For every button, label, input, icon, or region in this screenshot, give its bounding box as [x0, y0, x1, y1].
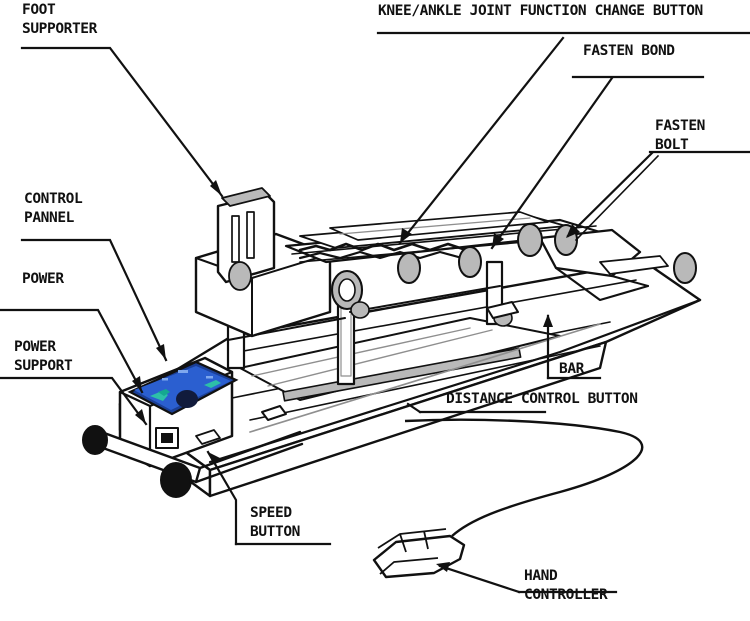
leader-control-pannel [20, 238, 168, 362]
leader-foot-supporter [20, 46, 224, 198]
control-panel-blue[interactable] [127, 360, 239, 416]
leader-fasten-bolt [566, 150, 750, 242]
leader-fasten-bond [490, 75, 705, 250]
hand-controller-cable [404, 418, 644, 537]
panel-markings [150, 370, 221, 401]
leader-power [0, 308, 144, 394]
label-bar: BAR [559, 361, 584, 377]
label-hand-controller-line2: CONTROLLER [524, 587, 608, 603]
label-power: POWER [22, 271, 64, 287]
machine-assembly [82, 187, 702, 498]
front-base-bar [82, 425, 304, 498]
label-speed-button-line2: BUTTON [250, 524, 300, 540]
label-fasten-bolt-line2: BOLT [655, 137, 689, 153]
right-carriage [538, 228, 669, 302]
floor-rail [208, 298, 702, 464]
leader-power-support [0, 376, 148, 426]
label-power-support-line2: SUPPORT [14, 358, 73, 374]
label-knee-ankle-button: KNEE/ANKLE JOINT FUNCTION CHANGE BUTTON [378, 3, 703, 19]
leader-speed-button [206, 450, 332, 546]
leader-knee-ankle [376, 31, 750, 245]
leader-hand-controller [436, 562, 618, 594]
leader-bar [543, 314, 602, 380]
label-distance-control-button: DISTANCE CONTROL BUTTON [446, 391, 638, 407]
label-power-support-line1: POWER [14, 339, 56, 355]
label-hand-controller-line1: HAND [524, 568, 558, 584]
label-foot-supporter-line1: FOOT [22, 2, 56, 18]
label-control-pannel-line1: CONTROL [24, 191, 83, 207]
label-speed-button-line1: SPEED [250, 505, 292, 521]
label-fasten-bolt-line1: FASTEN [655, 118, 705, 134]
pivot-cylinders [330, 223, 697, 327]
panel-main-button[interactable] [176, 390, 198, 408]
label-fasten-bond: FASTEN BOND [583, 43, 675, 59]
label-foot-supporter-line2: SUPPORTER [22, 21, 97, 37]
deck-fittings [195, 301, 519, 445]
leader-distance-control [406, 402, 547, 414]
callout-leaders [0, 31, 750, 594]
walking-belt [239, 317, 561, 402]
foot-supporter-part [216, 187, 276, 291]
label-control-pannel-line2: PANNEL [24, 210, 74, 226]
